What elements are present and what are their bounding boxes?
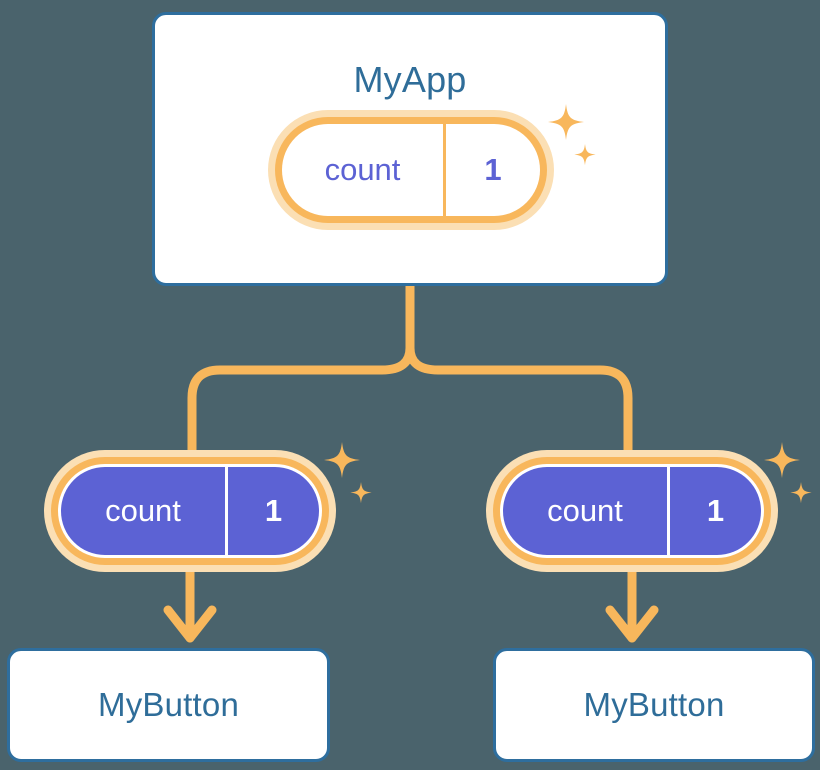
state-pill-key: count xyxy=(105,493,181,528)
state-pill-value: 1 xyxy=(443,124,540,216)
state-pill-myapp[interactable]: count 1 xyxy=(268,110,554,230)
state-pill-child-right[interactable]: count 1 xyxy=(486,450,778,572)
mybutton-card-title: MyButton xyxy=(98,686,239,723)
state-pill-child-left[interactable]: count 1 xyxy=(44,450,336,572)
mybutton-card-right[interactable]: MyButton xyxy=(493,648,815,762)
connector-trunk-and-split xyxy=(187,281,633,515)
state-pill-body: count 1 xyxy=(58,464,322,558)
state-pill-inner: count 1 xyxy=(503,467,761,555)
state-pill-body: count 1 xyxy=(500,464,764,558)
myapp-card-title: MyApp xyxy=(353,59,467,100)
mybutton-card-title: MyButton xyxy=(583,686,725,723)
state-pill-key: count xyxy=(547,493,623,528)
state-pill-value: 1 xyxy=(667,467,761,555)
mybutton-card-left[interactable]: MyButton xyxy=(7,648,330,762)
state-pill-key: count xyxy=(324,152,401,187)
arrow-head-right xyxy=(605,605,659,643)
state-pill-body: count 1 xyxy=(282,124,540,216)
state-pill-value: 1 xyxy=(225,467,319,555)
arrow-head-left xyxy=(163,605,217,643)
state-pill-inner: count 1 xyxy=(61,467,319,555)
